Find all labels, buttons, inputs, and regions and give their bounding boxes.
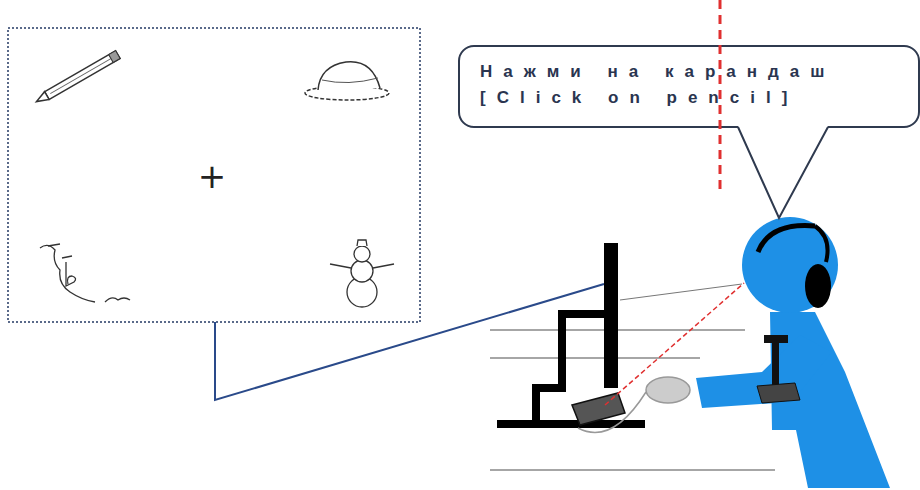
headphone-ear [805, 264, 831, 308]
snowman-arm [330, 264, 351, 268]
sketch-picture [40, 244, 130, 302]
desk-line [490, 357, 700, 359]
zoom-leader [215, 284, 604, 400]
screen-frame [8, 28, 420, 322]
speech-text: [Click on pencil] [480, 85, 908, 111]
hat-crown [318, 62, 380, 90]
snowman-arm [373, 264, 394, 268]
sketch-line [62, 256, 76, 286]
snowman-head [354, 246, 370, 262]
bubble-tail [738, 127, 828, 218]
mouse [646, 377, 690, 403]
pencil-tip [34, 92, 49, 106]
person-arm [696, 335, 832, 408]
hat-picture [305, 62, 389, 100]
pencil-body [45, 51, 121, 100]
bubble-tail-fill [738, 126, 828, 218]
pencil-picture [34, 51, 120, 106]
pencil-line [50, 56, 116, 94]
fixation-cross: + [190, 156, 234, 196]
snowman-body [351, 260, 373, 282]
chin-rest [764, 335, 788, 343]
chin-rest-plate [757, 383, 800, 403]
desk-line [490, 469, 775, 471]
snowman-picture [330, 240, 394, 307]
pencil-end [109, 51, 120, 63]
gaze-line [620, 284, 742, 300]
hat-band [322, 78, 378, 83]
monitor-screen [604, 243, 618, 388]
speech-text: Нажми на карандаш [480, 59, 908, 85]
person-head [742, 217, 838, 313]
eye-tracker [572, 393, 625, 425]
divider-line [719, 0, 722, 190]
sketch-line [105, 298, 130, 302]
sketch-line [48, 244, 60, 246]
speech-bubble: Нажми на карандаш[Click on pencil] [458, 45, 920, 128]
chin-rest-post [772, 343, 779, 387]
snowman-hat [357, 240, 367, 246]
headphone-band [758, 226, 815, 252]
headphone-band [815, 226, 828, 262]
sketch-line [40, 245, 95, 302]
